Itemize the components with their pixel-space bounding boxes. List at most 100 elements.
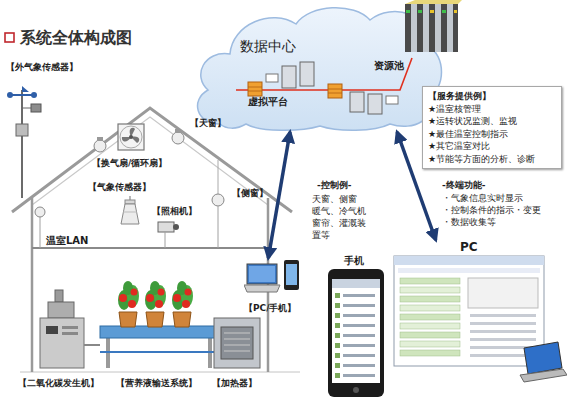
box-item: ★温室核管理 bbox=[428, 103, 556, 116]
co2-generator bbox=[40, 318, 84, 368]
screen-icon bbox=[335, 343, 340, 348]
screen-row bbox=[343, 354, 375, 357]
server-rack bbox=[441, 4, 447, 52]
table-row bbox=[400, 287, 460, 293]
terminal-item: ・控制条件的指示・变更 bbox=[442, 205, 541, 216]
greenhouse-devices bbox=[35, 207, 45, 217]
screen-icon bbox=[335, 313, 340, 318]
outdoor-weather-sensor bbox=[22, 86, 29, 92]
phone-label: 手机 bbox=[344, 255, 364, 268]
screen-row bbox=[343, 344, 375, 347]
greenhouse-devices bbox=[121, 204, 139, 224]
pc-label: PC bbox=[460, 240, 478, 255]
equipment-label: 【加热器】 bbox=[212, 378, 257, 389]
double-arrow-connector bbox=[268, 132, 290, 258]
tomato-plants bbox=[173, 294, 181, 302]
greenhouse-devices bbox=[125, 200, 135, 204]
greenhouse-devices bbox=[175, 129, 181, 133]
content-line bbox=[470, 338, 536, 341]
laptop-base bbox=[244, 285, 280, 292]
outdoor-weather-sensor bbox=[22, 108, 31, 109]
server-rack bbox=[430, 10, 434, 13]
title-bullet bbox=[5, 33, 14, 42]
screen-icon bbox=[335, 363, 340, 368]
tomato-plants bbox=[119, 312, 137, 327]
box-item: ★最佳温室控制指示 bbox=[428, 128, 556, 141]
table-row bbox=[400, 296, 460, 302]
greenhouse-devices bbox=[118, 124, 144, 150]
nutrient-system bbox=[100, 326, 218, 338]
heater bbox=[224, 351, 250, 352]
window-frame bbox=[394, 256, 544, 366]
phone-body bbox=[328, 269, 384, 397]
pool-label: 资源池 bbox=[374, 60, 404, 73]
greenhouse-frame bbox=[20, 372, 300, 373]
table-row bbox=[400, 278, 460, 284]
laptop-display bbox=[249, 266, 275, 282]
pc-node: PC bbox=[392, 240, 567, 392]
nutrient-system bbox=[100, 351, 216, 353]
home-button bbox=[353, 387, 359, 393]
cloud-outline bbox=[198, 8, 442, 131]
outdoor-weather-sensor bbox=[31, 104, 41, 112]
greenhouse-devices bbox=[35, 124, 224, 248]
greenhouse-devices bbox=[129, 135, 133, 139]
node-shape bbox=[392, 240, 567, 392]
platform-label: 虚拟平台 bbox=[248, 96, 288, 109]
node-shape bbox=[328, 255, 384, 398]
device-node: 【PC/手机】 bbox=[244, 258, 308, 318]
greenhouse-devices bbox=[218, 160, 219, 194]
box-item: ★节能等方面的分析、诊断 bbox=[428, 153, 556, 166]
heater bbox=[214, 318, 260, 368]
content-line bbox=[470, 330, 536, 333]
service-box: 【服务提供例】★温室核管理★运转状况监测、监视★最佳温室控制指示★其它温室对比★… bbox=[422, 86, 562, 169]
tomato-plants bbox=[118, 281, 193, 327]
co2-generator bbox=[48, 302, 74, 318]
tomato-plants bbox=[146, 312, 164, 327]
outdoor-weather-sensor bbox=[10, 94, 34, 96]
screen-row bbox=[343, 294, 375, 297]
server-rack bbox=[442, 10, 446, 13]
tomato-plants bbox=[128, 300, 136, 308]
screen-icon bbox=[335, 333, 340, 338]
table-row bbox=[400, 323, 460, 329]
server-rack bbox=[405, 0, 462, 4]
greenhouse-devices bbox=[123, 212, 137, 213]
screen-row bbox=[343, 334, 375, 337]
laptop-screen bbox=[247, 264, 277, 284]
greenhouse-devices bbox=[40, 216, 41, 248]
content-line bbox=[470, 314, 536, 317]
sensor-label: 【外气象传感器】 bbox=[6, 62, 78, 73]
control-list: 天窗、侧窗 暖气、冷气机 窗帘、灌溉装 置等 bbox=[312, 193, 378, 241]
screen-icon bbox=[335, 373, 340, 378]
tomato-plants bbox=[173, 312, 191, 327]
heater bbox=[224, 333, 250, 334]
phone-screen bbox=[332, 279, 380, 383]
server-rack bbox=[454, 10, 457, 13]
greenhouse-devices bbox=[94, 140, 106, 152]
content-line bbox=[470, 322, 536, 325]
co2-generator bbox=[40, 290, 100, 368]
sensor-label: 【气象传感器】 bbox=[88, 182, 151, 193]
phone-screen bbox=[286, 264, 297, 285]
window-addressbar bbox=[398, 268, 540, 273]
tomato-plants bbox=[146, 294, 154, 302]
co2-generator bbox=[46, 326, 58, 334]
greenhouse-devices bbox=[172, 132, 184, 144]
screen-icon bbox=[335, 353, 340, 358]
equipment-label: 【营养液输送系统】 bbox=[116, 378, 197, 389]
lan-label: 温室LAN bbox=[46, 235, 88, 248]
greenhouse-devices bbox=[120, 126, 142, 148]
heater bbox=[224, 345, 250, 346]
phone-body bbox=[284, 260, 299, 290]
co2-generator bbox=[55, 290, 63, 302]
fan-label: 【换气扇/循环扇】 bbox=[92, 158, 167, 169]
cloud-title: 数据中心 bbox=[240, 38, 296, 56]
co2-generator bbox=[62, 332, 78, 335]
terminal-heading: -终端功能- bbox=[442, 180, 485, 191]
server-rack bbox=[453, 4, 458, 52]
tomato-plants bbox=[155, 300, 163, 308]
skylight-label: 【天窗】 bbox=[190, 118, 226, 129]
box-item: ★其它温室对比 bbox=[428, 140, 556, 153]
content-panel bbox=[468, 278, 538, 308]
